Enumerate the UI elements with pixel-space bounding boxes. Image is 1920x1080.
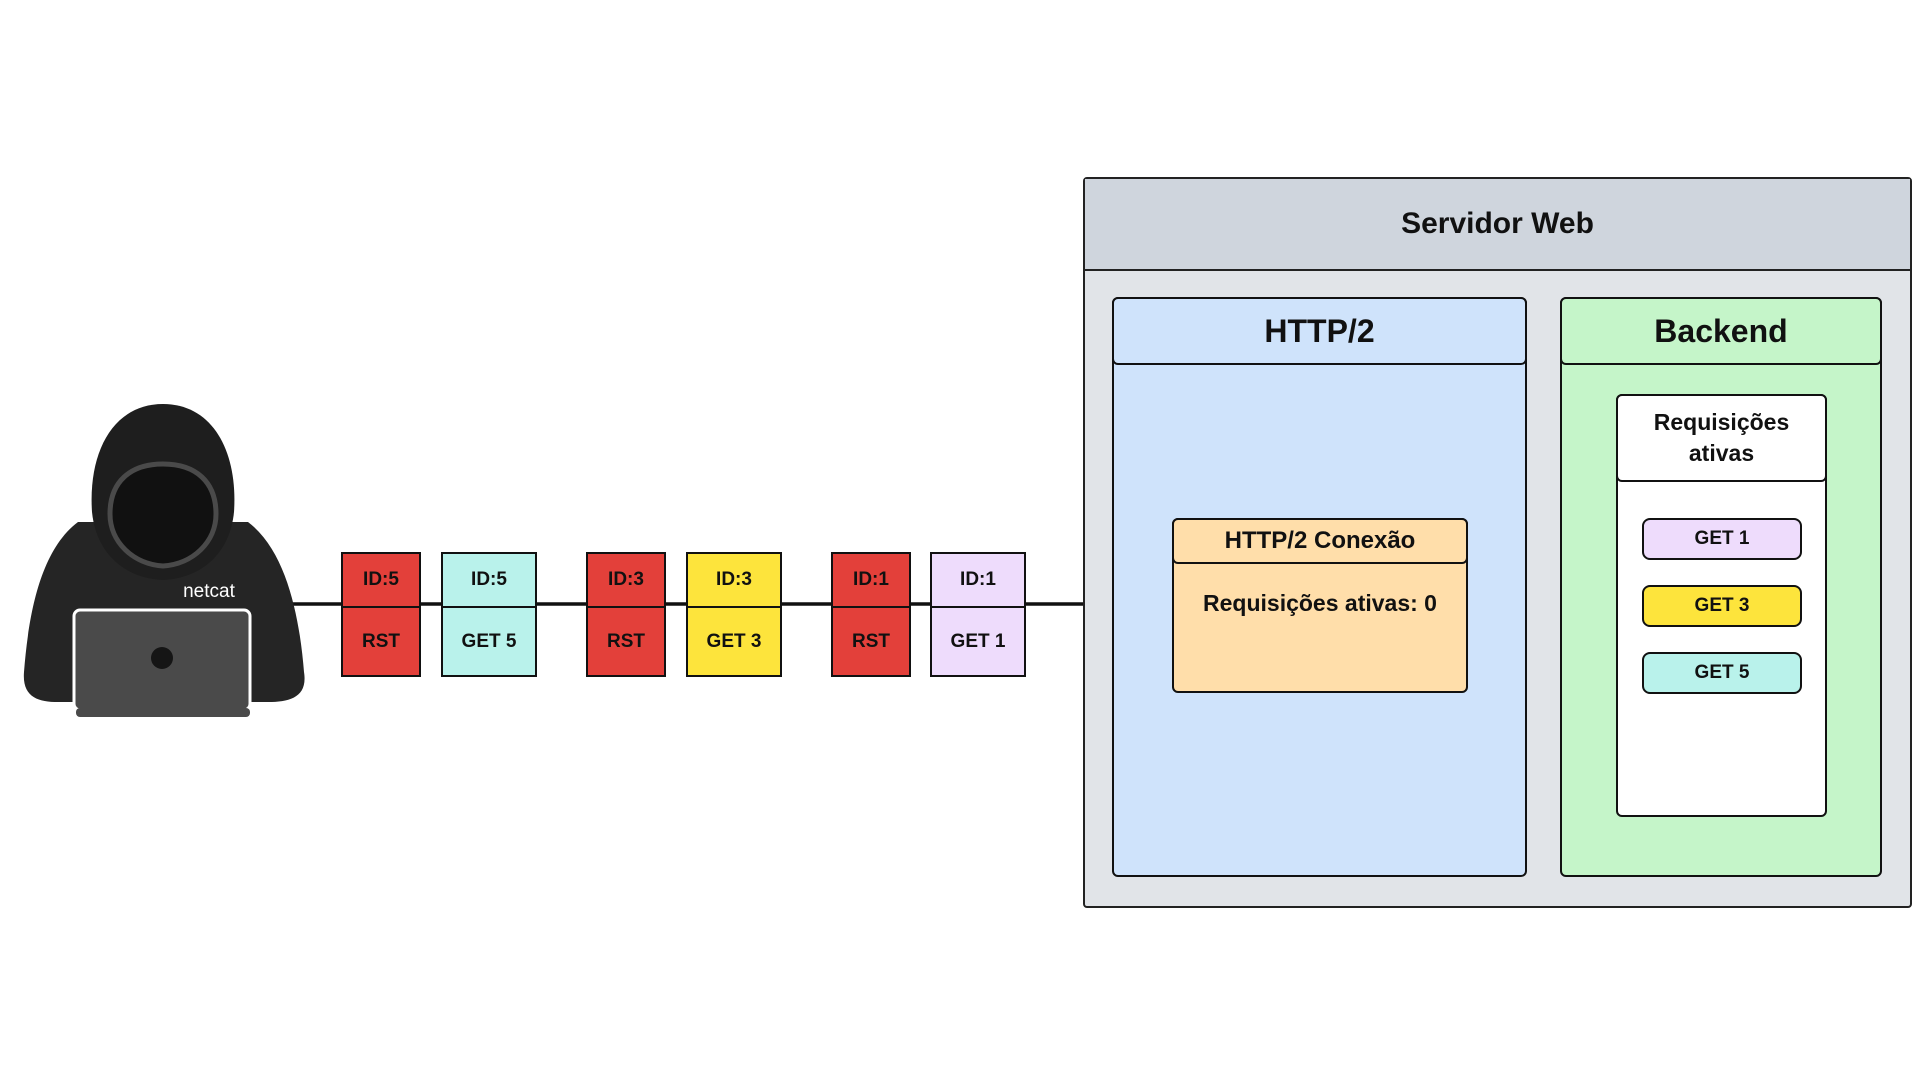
frame-type-cell: RST — [586, 608, 666, 677]
client-label: netcat — [183, 581, 235, 602]
request-get-5: GET 5 — [1642, 652, 1802, 694]
http2-connection-box: HTTP/2 Conexão Requisições ativas: 0 — [1172, 518, 1468, 693]
active-requests-title: Requisições ativas — [1616, 394, 1827, 482]
frame-id-cell: ID:3 — [586, 552, 666, 608]
frame-id-cell: ID:1 — [930, 552, 1026, 608]
frame-type-cell: RST — [341, 608, 421, 677]
hooded-hacker-icon: netcat — [23, 404, 305, 717]
hacker-figure: netcat — [18, 402, 308, 722]
frame-get-5: ID:5 GET 5 — [441, 552, 537, 677]
frame-type-cell: RST — [831, 608, 911, 677]
frame-type-cell: GET 3 — [686, 608, 782, 677]
frame-id-cell: ID:3 — [686, 552, 782, 608]
frame-id-cell: ID:1 — [831, 552, 911, 608]
frame-rst-5: ID:5 RST — [341, 552, 421, 677]
frame-type-cell: GET 1 — [930, 608, 1026, 677]
request-get-3: GET 3 — [1642, 585, 1802, 627]
frame-get-3: ID:3 GET 3 — [686, 552, 782, 677]
request-get-1: GET 1 — [1642, 518, 1802, 560]
active-requests-box: Requisições ativas GET 1 GET 3 GET 5 — [1616, 394, 1827, 817]
backend-panel-title: Backend — [1560, 297, 1882, 365]
active-requests-count: Requisições ativas: 0 — [1203, 590, 1437, 616]
frame-rst-3: ID:3 RST — [586, 552, 666, 677]
frame-id-cell: ID:5 — [341, 552, 421, 608]
frame-id-cell: ID:5 — [441, 552, 537, 608]
frame-get-1: ID:1 GET 1 — [930, 552, 1026, 677]
frame-rst-1: ID:1 RST — [831, 552, 911, 677]
http2-connection-title: HTTP/2 Conexão — [1172, 518, 1468, 564]
server-title: Servidor Web — [1085, 179, 1910, 271]
frame-type-cell: GET 5 — [441, 608, 537, 677]
http2-panel-title: HTTP/2 — [1112, 297, 1527, 365]
